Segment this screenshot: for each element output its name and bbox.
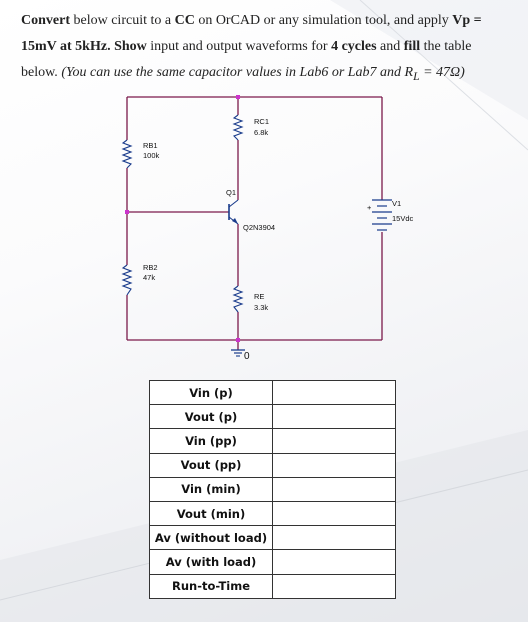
answer-cell[interactable] (272, 525, 396, 551)
re-value: 3.3k (254, 303, 268, 312)
row-label: Run-to-Time (149, 573, 273, 599)
re-label: RE (254, 292, 264, 301)
row-label: Av (with load) (149, 549, 273, 575)
instructions-paragraph: Convert below circuit to a CC on OrCAD o… (21, 8, 517, 90)
table-row: Vin (min) (149, 476, 396, 502)
instr-convert: Convert (21, 13, 70, 28)
instr-text: the table (420, 39, 472, 54)
row-label: Vin (min) (149, 476, 273, 502)
rb2-label: RB2 (143, 263, 158, 272)
row-label: Vin (pp) (149, 428, 273, 454)
rb1-value: 100k (143, 151, 160, 160)
q1-model: Q2N3904 (243, 223, 275, 232)
instr-freq: 15mV at 5kHz. (21, 39, 111, 54)
instr-text: on OrCAD or any simulation tool, and app… (194, 13, 453, 28)
row-label: Vout (min) (149, 500, 273, 527)
instr-text: and (376, 39, 404, 54)
circuit-nodes (125, 95, 240, 342)
instr-rl-sub: L (413, 69, 420, 83)
instr-text: input and output waveforms for (146, 39, 332, 54)
rc1-resistor: RC1 6.8k (232, 114, 269, 141)
ground-label: 0 (244, 351, 250, 362)
instr-cc: CC (174, 13, 195, 28)
instr-show: Show (114, 39, 147, 54)
table-row: Run-to-Time (149, 573, 396, 599)
instr-vp: Vp = (452, 13, 482, 28)
rc1-value: 6.8k (254, 128, 268, 137)
instr-note-text: (You can use the same capacitor values i… (61, 65, 414, 80)
rb1-label: RB1 (143, 141, 158, 150)
instr-fill: fill (403, 39, 421, 54)
row-label: Vout (pp) (149, 452, 273, 478)
instr-cycles: 4 cycles (331, 39, 377, 54)
answer-cell[interactable] (272, 476, 396, 502)
answer-cell[interactable] (272, 379, 396, 406)
ground-symbol: 0 (231, 349, 250, 362)
table-row: Vout (p) (149, 404, 396, 430)
rb1-resistor: RB1 100k (121, 139, 160, 169)
instr-text: below. (21, 65, 58, 80)
q1-label: Q1 (226, 188, 236, 197)
answer-cell[interactable] (272, 428, 396, 454)
instr-note: (You can use the same capacitor values i… (61, 65, 465, 83)
instr-text: below circuit to a (70, 13, 175, 28)
circuit-wires (126, 96, 383, 350)
answer-cell[interactable] (272, 404, 396, 430)
node-dot (236, 95, 240, 99)
answer-cell[interactable] (272, 549, 396, 575)
table-row: Av (without load) (149, 525, 396, 551)
v1-plus-sign: + (367, 203, 372, 212)
results-table: Vin (p) Vout (p) Vin (pp) Vout (pp) Vin … (149, 379, 396, 599)
v1-label: V1 (392, 199, 401, 208)
table-row: Vin (p) (149, 379, 396, 406)
circuit-schematic: RB1 100k RB2 47k RC1 6.8k RE 3.3k Q1 Q2N… (121, 95, 414, 362)
answer-cell[interactable] (272, 573, 396, 599)
table-row: Av (with load) (149, 549, 396, 575)
table-row: Vout (min) (149, 500, 396, 527)
v1-value: 15Vdc (392, 214, 414, 223)
row-label: Vin (p) (149, 379, 273, 406)
rc1-label: RC1 (254, 117, 269, 126)
rb2-value: 47k (143, 273, 155, 282)
row-label: Av (without load) (149, 525, 273, 551)
node-dot (125, 210, 129, 214)
v1-source: + V1 15Vdc (367, 199, 414, 231)
re-resistor: RE 3.3k (232, 285, 268, 313)
instr-rl-value: = 47Ω) (419, 65, 465, 80)
table-row: Vin (pp) (149, 428, 396, 454)
row-label: Vout (p) (149, 404, 273, 430)
node-dot (236, 338, 240, 342)
table-row: Vout (pp) (149, 452, 396, 478)
answer-cell[interactable] (272, 500, 396, 527)
rb2-resistor: RB2 47k (121, 263, 158, 296)
answer-cell[interactable] (272, 452, 396, 478)
q1-transistor: Q1 Q2N3904 (226, 188, 275, 232)
